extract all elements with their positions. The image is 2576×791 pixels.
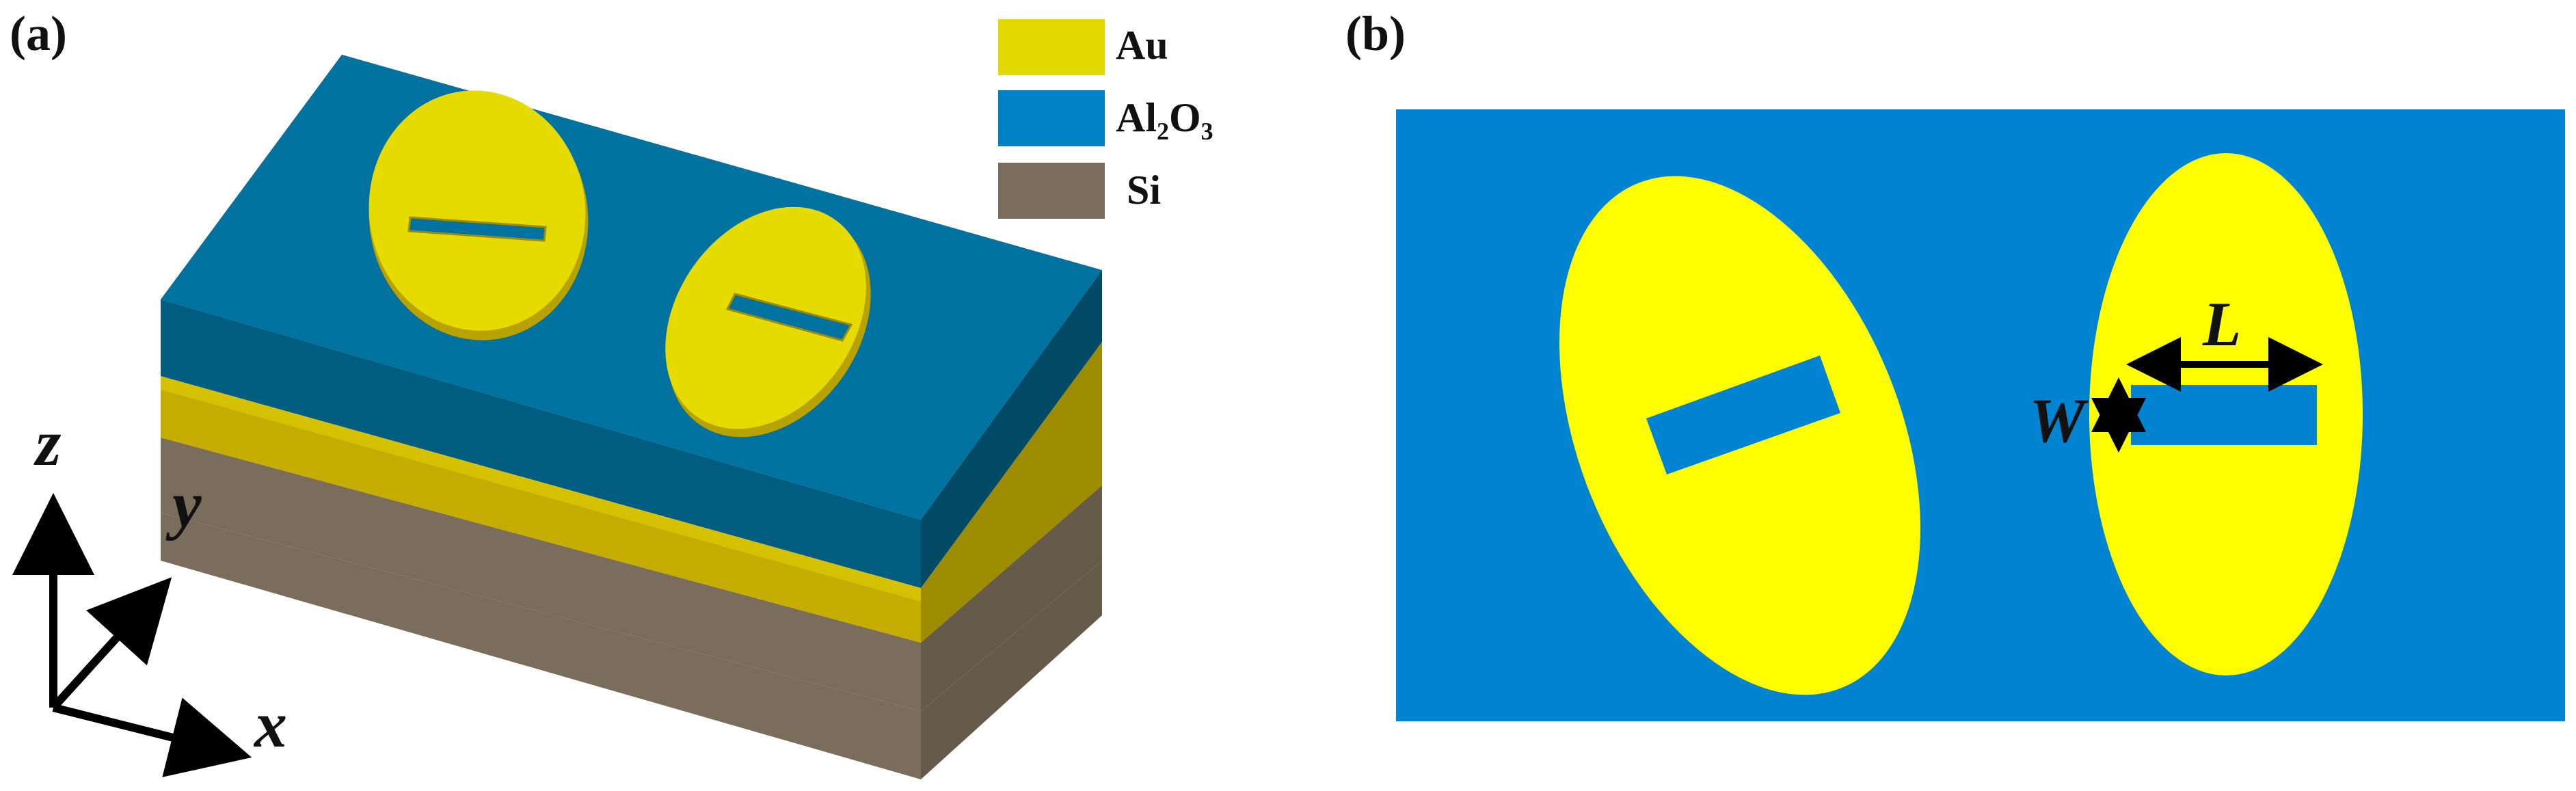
slot-left <box>1646 356 1840 474</box>
panel-a-label: (a) <box>10 6 67 61</box>
length-label: L <box>2202 289 2241 359</box>
au-layer-front-highlight <box>161 376 921 602</box>
layered-block <box>161 55 1102 779</box>
au-layer-side-face <box>921 342 1102 643</box>
top-view-ellipse-right <box>2089 153 2363 675</box>
si-side-upper <box>921 485 1102 711</box>
x-axis-arrow <box>52 697 252 777</box>
al2o3-side-face <box>921 270 1102 588</box>
disk-1-slot <box>407 216 547 242</box>
si-front-upper <box>161 438 921 711</box>
x-axis-label: x <box>253 688 287 761</box>
disk-2-slot <box>725 293 853 342</box>
slot-right <box>2131 385 2317 445</box>
disk-2 <box>665 206 871 438</box>
disk-1-top <box>368 90 586 331</box>
coordinate-axes: z y x <box>12 406 287 777</box>
legend-swatch-si <box>998 163 1105 219</box>
legend-label-al2o3: Al₂O₃ <box>1116 95 1213 140</box>
si-side-face <box>921 561 1102 779</box>
si-front-face <box>161 513 921 779</box>
legend-label-si: Si <box>1127 167 1162 213</box>
al2o3-front-face <box>161 299 921 588</box>
width-label: W <box>2029 386 2089 455</box>
y-axis-arrow <box>50 577 172 711</box>
disk-1 <box>368 90 589 340</box>
legend-swatch-al2o3 <box>998 90 1105 146</box>
panel-b-label: (b) <box>1345 6 1406 61</box>
legend-label-au: Au <box>1116 23 1168 68</box>
top-view: L W <box>1396 109 2565 721</box>
legend-swatch-au <box>998 19 1105 75</box>
z-axis-label: z <box>33 406 61 479</box>
top-view-ellipse-left <box>1559 176 1921 695</box>
